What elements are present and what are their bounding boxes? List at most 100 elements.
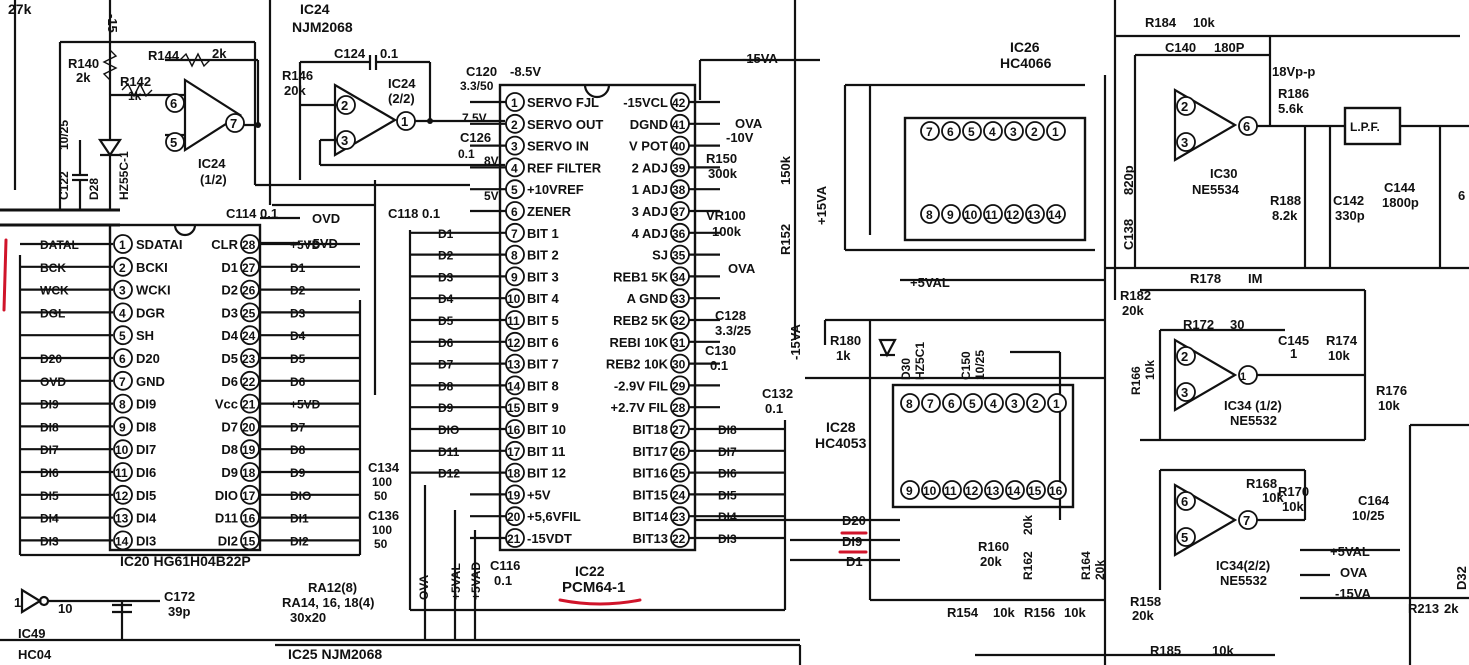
ic22-pin-number: 3 (511, 140, 518, 154)
ic20-pin-circle (113, 234, 133, 254)
v75-label: 7.5V (462, 111, 487, 125)
ic22-pin-number: 36 (672, 227, 686, 241)
ic22-signal-label: DI5 (718, 488, 737, 502)
p5val-right: +5VAL (1330, 544, 1370, 559)
r185-label: R185 (1150, 643, 1181, 658)
r176-label: R176 (1376, 383, 1407, 398)
ic20-signal-label: DGL (40, 306, 65, 320)
ic26-pin-number: 3 (1010, 125, 1017, 139)
c126-value: 0.1 (458, 147, 475, 161)
ic20-pin-number: 24 (242, 329, 256, 343)
r184-value: 10k (1193, 15, 1215, 30)
ic20-pin-circle (240, 439, 260, 460)
r182-label: R182 (1120, 288, 1151, 303)
ic20-pin-circle (240, 507, 260, 528)
ic20-pin-name: D9 (221, 465, 238, 480)
ic28-pin-circle (963, 393, 983, 413)
ic26-pin-number: 6 (947, 125, 954, 139)
ic20-signal-label: D1 (290, 261, 306, 275)
svg-text:6: 6 (1181, 494, 1188, 509)
r140-value: 2k (76, 70, 91, 85)
ic26-pin-number: 13 (1027, 208, 1041, 222)
ic20-pin-number: 26 (242, 284, 256, 298)
r146-label: R146 (282, 68, 313, 83)
svg-text:5: 5 (170, 135, 177, 150)
ic20-pin-number: 27 (242, 261, 256, 275)
c142-value: 330p (1335, 208, 1365, 223)
ic22-pin-circle (505, 528, 525, 548)
ic20-pin-number: 15 (242, 534, 256, 548)
ic20-pin-circle (240, 530, 260, 551)
r142-label: R142 (120, 74, 151, 89)
ic22-pin-circle (670, 462, 690, 483)
r172-value: 30 (1230, 317, 1244, 332)
c128-value: 3.3/25 (715, 323, 751, 338)
ic22-pin-circle (670, 506, 690, 527)
ic20-label: IC20 HG61H04B22P (120, 553, 251, 569)
c116-value: 0.1 (494, 573, 512, 588)
ic26-ref: IC26 (1010, 39, 1040, 55)
ic28-pin-circle (1005, 393, 1025, 413)
ic22-signal-label: D1 (438, 227, 454, 241)
ic22-pin-name: BIT17 (633, 444, 668, 459)
ic22-pin-name: REB2 5K (613, 313, 669, 328)
ic20-pin-number: 21 (242, 398, 256, 412)
ic20-signal-label: D4 (290, 329, 306, 343)
ic22-pin-name: BIT 2 (527, 248, 559, 263)
r213-label: R213 (1408, 601, 1439, 616)
ic20-pin-name: D4 (221, 328, 238, 343)
ic22-pin-number: 18 (507, 467, 521, 481)
label-6: 6 (1458, 188, 1465, 203)
svg-text:3: 3 (1181, 385, 1188, 400)
r144-label: R144 (148, 48, 180, 63)
c140-value: 180P (1214, 40, 1245, 55)
ic28-pin-number: 10 (923, 484, 937, 498)
ic22-pin-name: REB2 10K (606, 357, 669, 372)
ic26-pin-circle (1046, 204, 1066, 224)
ic22-pin-number: 8 (511, 249, 518, 263)
ic28-pin-number: 9 (906, 484, 913, 498)
ic20-signal-label: DATAL (40, 238, 79, 252)
ic22-pin-number: 15 (507, 401, 521, 415)
ic26-pin-number: 7 (926, 125, 933, 139)
ic20-pin-name: D7 (221, 419, 238, 434)
ic22-signal-label: D12 (438, 467, 460, 481)
ic22-pin-circle (670, 179, 690, 200)
ic22-pin-number: 13 (507, 358, 521, 372)
c136-b: 50 (374, 537, 388, 551)
ic22-signal-label: DIO (438, 423, 459, 437)
ic26-pin-number: 2 (1031, 125, 1038, 139)
ic22-pin-circle (505, 244, 525, 265)
ic20-pin-name: DI9 (136, 397, 156, 412)
ic22-pin-number: 19 (507, 488, 521, 502)
ic24b-half: (2/2) (388, 91, 415, 106)
ic22-pin-circle (505, 419, 525, 439)
r186-value: 5.6k (1278, 101, 1304, 116)
ic34b-ref: IC34(2/2) (1216, 558, 1270, 573)
ic28-pin-circle (921, 480, 941, 500)
ic28-pin-circle (1047, 393, 1067, 413)
ova-top: OVA (735, 116, 763, 131)
ic20-pin-name: DI6 (136, 465, 156, 480)
ic20-pin-name: DI7 (136, 442, 156, 457)
ic22-pin-name: BIT 8 (527, 378, 559, 393)
ic22-pin-number: 6 (511, 205, 518, 219)
ic22-pin-name: BIT 6 (527, 335, 559, 350)
ic22-pin-number: 40 (672, 140, 686, 154)
ic20-pin-circle (240, 484, 260, 505)
ic22-pin-circle (670, 266, 690, 287)
ic24a-ref: IC24 (198, 156, 226, 171)
ic28-pin-number: 12 (965, 484, 979, 498)
r170-label: R170 (1278, 484, 1309, 499)
ic20-pin-name: GND (136, 374, 165, 389)
ic20-signal-label: DI6 (40, 466, 59, 480)
ic22-pin-circle (670, 484, 690, 505)
ic24-mid-opamp: 2 3 1 (298, 55, 505, 180)
c172-label: C172 (164, 589, 195, 604)
ic22-pin-number: 35 (672, 249, 686, 263)
ic20-pin-circle (113, 484, 133, 505)
ic34a-ref: IC34 (1/2) (1224, 398, 1282, 413)
ic22-pin-circle (670, 375, 690, 396)
r152-value: 150k (778, 155, 793, 185)
ic22-pin-name: BIT 4 (527, 291, 560, 306)
